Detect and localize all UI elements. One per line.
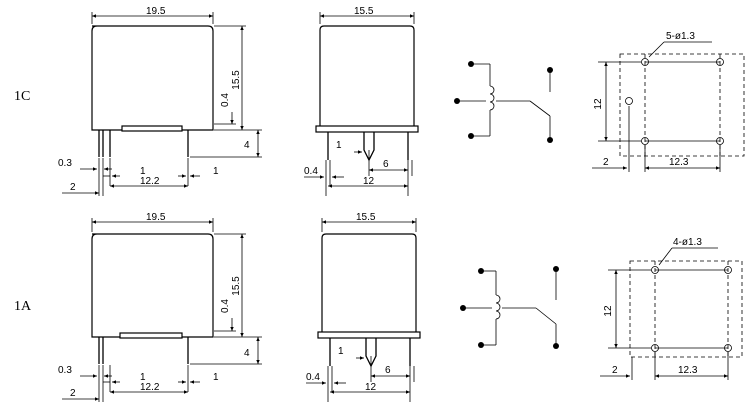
relay-side-flange	[317, 331, 421, 339]
relay-side-body	[321, 233, 417, 338]
dim-offset: 2	[70, 388, 76, 399]
dim-width: 19.5	[146, 212, 166, 223]
dim-height: 15.5	[231, 70, 242, 90]
dim-side-pitch: 1	[338, 346, 344, 357]
dim-pin-width: 0.3	[58, 158, 72, 169]
dim-offset: 2	[70, 182, 76, 193]
circuit-symbol-changeover	[454, 61, 553, 143]
pcb-height: 12	[603, 305, 614, 317]
dim-gap: 0.4	[220, 299, 231, 313]
dim-side-spacing: 6	[383, 159, 389, 170]
pcb-holes-label: 4-ø1.3	[673, 237, 702, 248]
dim-side-pitch: 1	[336, 140, 342, 151]
relay-body	[91, 25, 214, 131]
relay-base	[121, 125, 183, 132]
dim-pitch-b: 1	[213, 166, 219, 177]
dim-width: 19.5	[146, 6, 166, 17]
pins	[98, 130, 189, 157]
pcb-height: 12	[593, 98, 604, 110]
row-label: 1A	[14, 299, 32, 314]
dim-pitch-a: 1	[140, 372, 146, 383]
circuit-symbol-normally-open	[460, 266, 559, 349]
pcb-offset: 2	[612, 365, 618, 376]
dim-side-width: 15.5	[354, 6, 374, 17]
front-view: 19.5 15.5 0.4 4 0.3 1	[58, 6, 262, 196]
side-view: 15.5 1 0.4 6 12	[304, 6, 419, 196]
dim-gap: 0.4	[220, 93, 231, 107]
dim-pin-width: 0.3	[58, 365, 72, 376]
dim-side-pin-width: 0.4	[304, 166, 318, 177]
row-label: 1C	[14, 89, 30, 104]
pcb-span: 12.3	[678, 365, 698, 376]
relay-side-flange	[315, 125, 419, 133]
dim-side-width: 15.5	[356, 212, 376, 223]
side-view: 15.5 1 0.4 6 12	[306, 212, 421, 402]
dim-pin-length: 4	[244, 140, 250, 151]
dim-span: 12.2	[140, 382, 160, 393]
dim-side-spacing: 6	[385, 365, 391, 376]
relay-side-body	[319, 25, 415, 132]
dim-side-span: 12	[365, 382, 377, 393]
relay-base	[119, 332, 183, 339]
pcb-layout-5pin: 5-ø1.3 12 2 12.3	[592, 31, 745, 172]
dim-pitch-b: 1	[213, 372, 219, 383]
pcb-layout-4pin: 4-ø1.3 12 2 12.3	[600, 237, 743, 380]
pins	[98, 337, 189, 364]
dim-side-pin-width: 0.4	[306, 372, 320, 383]
row-1c: 1C 19.5 15.5 0.4	[14, 6, 745, 196]
dim-span: 12.2	[140, 176, 160, 187]
dim-side-span: 12	[363, 176, 375, 187]
relay-body	[91, 233, 214, 338]
dim-pin-length: 4	[244, 348, 250, 359]
dim-pitch-a: 1	[140, 166, 146, 177]
pcb-span: 12.3	[669, 157, 689, 168]
front-view: 19.5 15.5 0.4 4 0.3 1 1 12.2	[58, 212, 262, 402]
pcb-holes-label: 5-ø1.3	[666, 31, 695, 42]
row-1a: 1A 19.5 15.5 0.4 4	[14, 212, 743, 402]
pcb-offset: 2	[603, 157, 609, 168]
dim-height: 15.5	[231, 276, 242, 296]
